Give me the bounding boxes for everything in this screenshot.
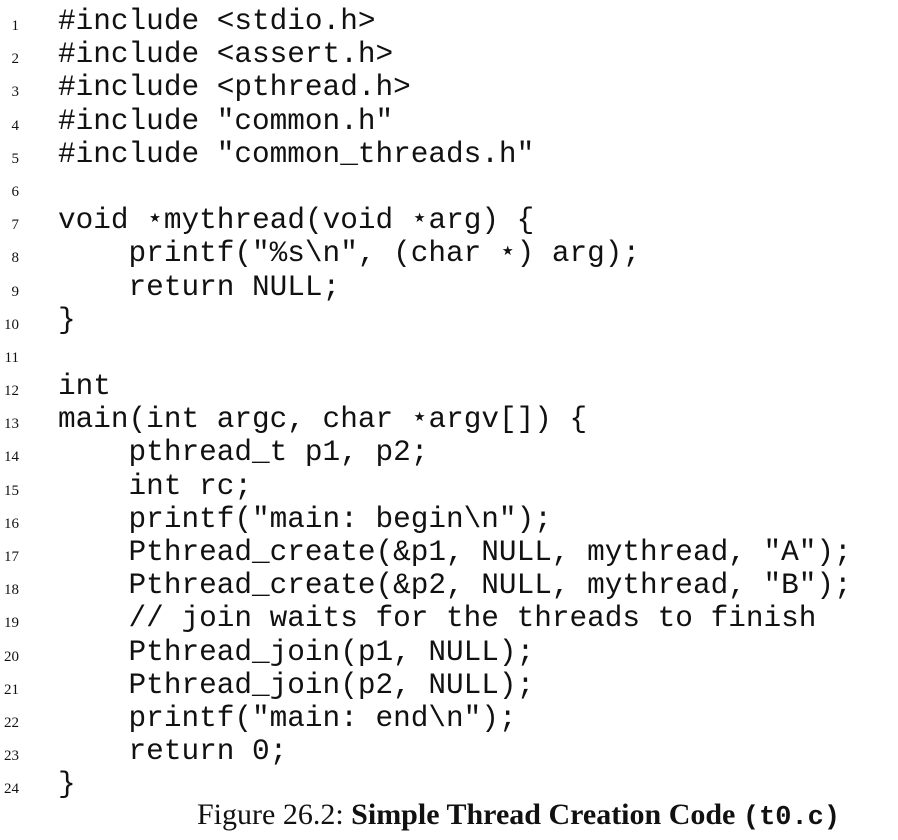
code-listing: 1 #include <stdio.h> 2 #include <assert.…: [0, 5, 898, 802]
caption-title: Simple Thread Creation Code: [351, 798, 743, 831]
code-line-24: 24 }: [0, 768, 898, 801]
line-code: #include <assert.h>: [58, 38, 394, 72]
line-number: 1: [11, 18, 20, 34]
line-number: 11: [4, 349, 19, 366]
line-number: 5: [11, 150, 20, 167]
line-code: return 0;: [58, 735, 288, 769]
line-number: 12: [4, 383, 19, 400]
line-code: Pthread_join(p2, NULL);: [58, 668, 535, 702]
line-code: int: [58, 370, 111, 404]
line-code: pthread_t p1, p2;: [58, 436, 429, 470]
code-line-14: 14 pthread_t p1, p2;: [0, 436, 898, 469]
code-line-20: 20 Pthread_join(p1, NULL);: [0, 636, 898, 669]
line-number: 18: [4, 582, 19, 599]
line-code: main(int argc, char ⋆argv[]) {: [58, 403, 588, 437]
line-code: void ⋆mythread(void ⋆arg) {: [58, 204, 535, 238]
code-line-21: 21 Pthread_join(p2, NULL);: [0, 669, 898, 702]
line-number: 6: [11, 183, 20, 200]
line-code: #include "common.h": [58, 104, 394, 138]
line-code: }: [58, 303, 76, 337]
caption-label: Figure 26.2:: [197, 798, 352, 831]
code-line-15: 15 int rc;: [0, 470, 898, 503]
line-number: 17: [4, 549, 19, 565]
code-line-3: 3 #include <pthread.h>: [0, 71, 898, 104]
code-line-18: 18 Pthread_create(&p2, NULL, mythread, "…: [0, 569, 898, 602]
line-code: #include <stdio.h>: [58, 5, 376, 38]
line-code: printf("main: end\n");: [58, 701, 517, 735]
line-number: 8: [11, 250, 20, 267]
line-number: 19: [4, 615, 19, 632]
line-number: 4: [11, 117, 20, 134]
code-line-13: 13 main(int argc, char ⋆argv[]) {: [0, 403, 898, 436]
code-line-1: 1 #include <stdio.h>: [0, 5, 898, 38]
code-line-5: 5 #include "common_threads.h": [0, 138, 898, 171]
line-code: return NULL;: [58, 270, 341, 304]
code-line-19: 19 // join waits for the threads to fini…: [0, 602, 898, 635]
caption-filename: (t0.c): [742, 803, 841, 833]
line-number: 2: [11, 51, 20, 68]
line-code: Pthread_join(p1, NULL);: [58, 635, 535, 669]
line-code: Pthread_create(&p2, NULL, mythread, "B")…: [58, 569, 852, 603]
code-line-22: 22 printf("main: end\n");: [0, 702, 898, 735]
figure-caption: Figure 26.2: Simple Thread Creation Code…: [197, 797, 840, 836]
line-code: // join waits for the threads to finish: [58, 602, 817, 636]
line-code: int rc;: [58, 469, 253, 503]
line-number: 7: [11, 217, 20, 234]
code-line-16: 16 printf("main: begin\n");: [0, 503, 898, 536]
code-line-23: 23 return 0;: [0, 735, 898, 768]
line-code: Pthread_create(&p1, NULL, mythread, "A")…: [58, 536, 852, 569]
code-line-7: 7 void ⋆mythread(void ⋆arg) {: [0, 204, 898, 237]
line-number: 24: [4, 781, 19, 798]
line-number: 3: [11, 84, 20, 101]
code-line-10: 10 }: [0, 304, 898, 337]
code-line-17: 17 Pthread_create(&p1, NULL, mythread, "…: [0, 536, 898, 569]
line-number: 13: [4, 416, 19, 433]
line-number: 15: [4, 482, 19, 499]
code-line-6: 6: [0, 171, 898, 204]
line-number: 23: [4, 748, 19, 765]
line-number: 21: [4, 681, 19, 698]
line-number: 22: [4, 714, 19, 731]
line-code: #include <pthread.h>: [58, 71, 411, 105]
line-number: 10: [4, 316, 19, 333]
code-line-9: 9 return NULL;: [0, 271, 898, 304]
code-line-2: 2 #include <assert.h>: [0, 38, 898, 71]
line-number: 9: [11, 283, 20, 300]
code-line-4: 4 #include "common.h": [0, 105, 898, 138]
code-line-11: 11: [0, 337, 898, 370]
line-number: 16: [4, 515, 19, 532]
line-code: }: [58, 768, 76, 802]
line-number: 20: [4, 648, 19, 665]
line-number: 14: [4, 449, 19, 466]
line-code: printf("main: begin\n");: [58, 502, 552, 536]
code-line-8: 8 printf("%s\n", (char ⋆) arg);: [0, 237, 898, 270]
line-code: #include "common_threads.h": [58, 137, 535, 171]
line-code: printf("%s\n", (char ⋆) arg);: [58, 237, 641, 271]
code-line-12: 12 int: [0, 370, 898, 403]
